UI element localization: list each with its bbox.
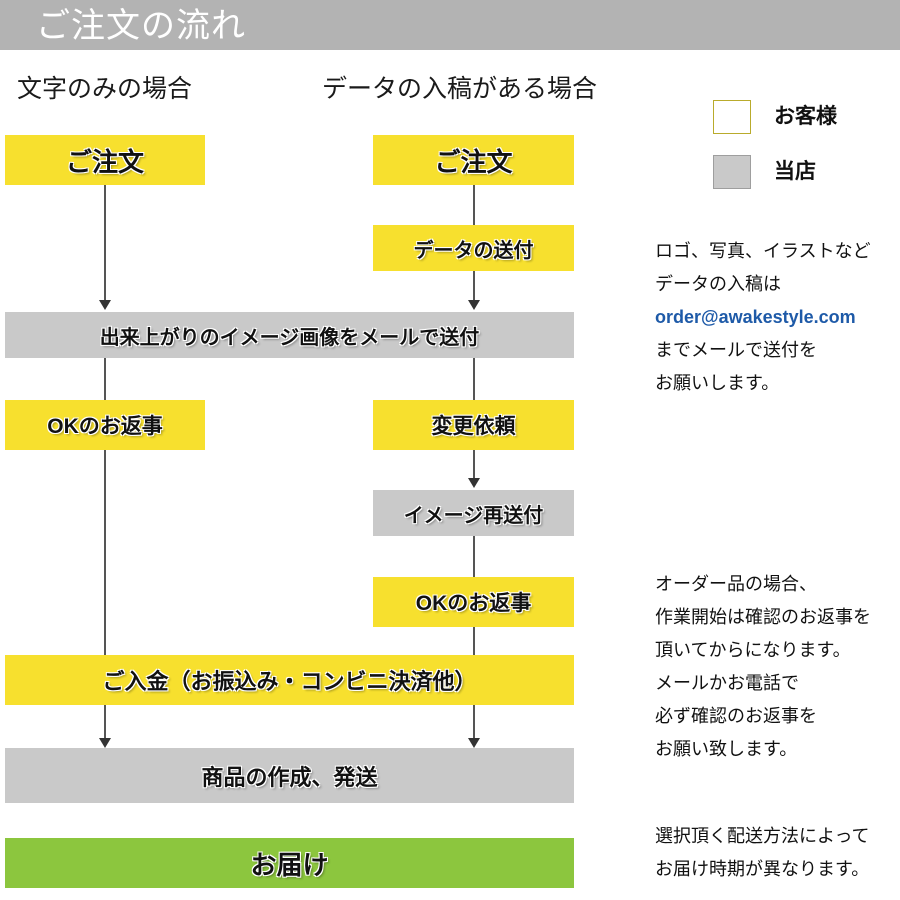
note-order-line-5: 必ず確認のお返事を xyxy=(655,706,817,726)
note-data-submission: ロゴ、写真、イラストなど データの入稿は order@awakestyle.co… xyxy=(655,235,871,400)
legend-label-shop: 当店 xyxy=(774,160,816,183)
note-order-confirmation: オーダー品の場合、 作業開始は確認のお返事を 頂いてからになります。 メールかお… xyxy=(655,568,871,766)
connector-image-to-left-ok xyxy=(104,358,106,400)
note-data-line-1: ロゴ、写真、イラストなど xyxy=(655,241,871,261)
connector-right-ok-to-payment xyxy=(473,627,475,655)
connector-left-order-to-image xyxy=(104,185,106,303)
connector-resend-to-right-ok xyxy=(473,536,475,577)
flow-box-change-request: 変更依頼 xyxy=(373,400,574,450)
flow-box-payment: ご入金（お振込み・コンビニ決済他） xyxy=(5,655,574,705)
note-order-line-3: 頂いてからになります。 xyxy=(655,640,851,660)
note-data-line-3: までメールで送付を xyxy=(655,340,817,360)
page-title: ご注文の流れ xyxy=(36,7,246,45)
note-order-line-6: お願い致します。 xyxy=(655,739,798,759)
order-email-address[interactable]: order@awakestyle.com xyxy=(655,307,856,327)
connector-left-ok-to-payment xyxy=(104,450,106,655)
connector-right-order-to-data-send xyxy=(473,185,475,225)
column-heading-text-only: 文字のみの場合 xyxy=(17,75,193,103)
flow-box-left-ok-reply: OKのお返事 xyxy=(5,400,205,450)
flow-box-right-order: ご注文 xyxy=(373,135,574,185)
note-shipping: 選択頂く配送方法によって お届け時期が異なります。 xyxy=(655,820,870,886)
note-data-line-4: お願いします。 xyxy=(655,373,780,393)
note-order-line-1: オーダー品の場合、 xyxy=(655,574,817,594)
arrowhead-payment-to-production-left xyxy=(99,738,111,748)
flow-box-left-order: ご注文 xyxy=(5,135,205,185)
flow-box-data-send: データの送付 xyxy=(373,225,574,271)
note-order-line-4: メールかお電話で xyxy=(655,673,799,693)
connector-payment-to-production-left xyxy=(104,705,106,741)
flow-box-image-mail: 出来上がりのイメージ画像をメールで送付 xyxy=(5,312,574,358)
connector-image-to-change-request xyxy=(473,358,475,400)
note-shipping-line-1: 選択頂く配送方法によって xyxy=(655,826,870,846)
note-order-line-2: 作業開始は確認のお返事を xyxy=(655,607,871,627)
legend-swatch-customer xyxy=(713,100,751,134)
arrowhead-data-send-to-image xyxy=(468,300,480,310)
connector-payment-to-production-right xyxy=(473,705,475,741)
column-heading-with-data: データの入稿がある場合 xyxy=(322,75,598,103)
connector-change-to-resend xyxy=(473,450,475,481)
flow-box-delivery: お届け xyxy=(5,838,574,888)
note-shipping-line-2: お届け時期が異なります。 xyxy=(655,859,870,879)
arrowhead-payment-to-production-right xyxy=(468,738,480,748)
flow-box-production: 商品の作成、発送 xyxy=(5,748,574,803)
arrowhead-change-to-resend xyxy=(468,478,480,488)
connector-data-send-to-image xyxy=(473,271,475,303)
arrowhead-left-order-to-image xyxy=(99,300,111,310)
note-data-line-2: データの入稿は xyxy=(655,274,781,294)
legend-swatch-shop xyxy=(713,155,751,189)
legend-label-customer: お客様 xyxy=(774,105,837,128)
flow-box-right-ok-reply: OKのお返事 xyxy=(373,577,574,627)
header-bar: ご注文の流れ xyxy=(0,0,900,50)
flow-box-image-resend: イメージ再送付 xyxy=(373,490,574,536)
